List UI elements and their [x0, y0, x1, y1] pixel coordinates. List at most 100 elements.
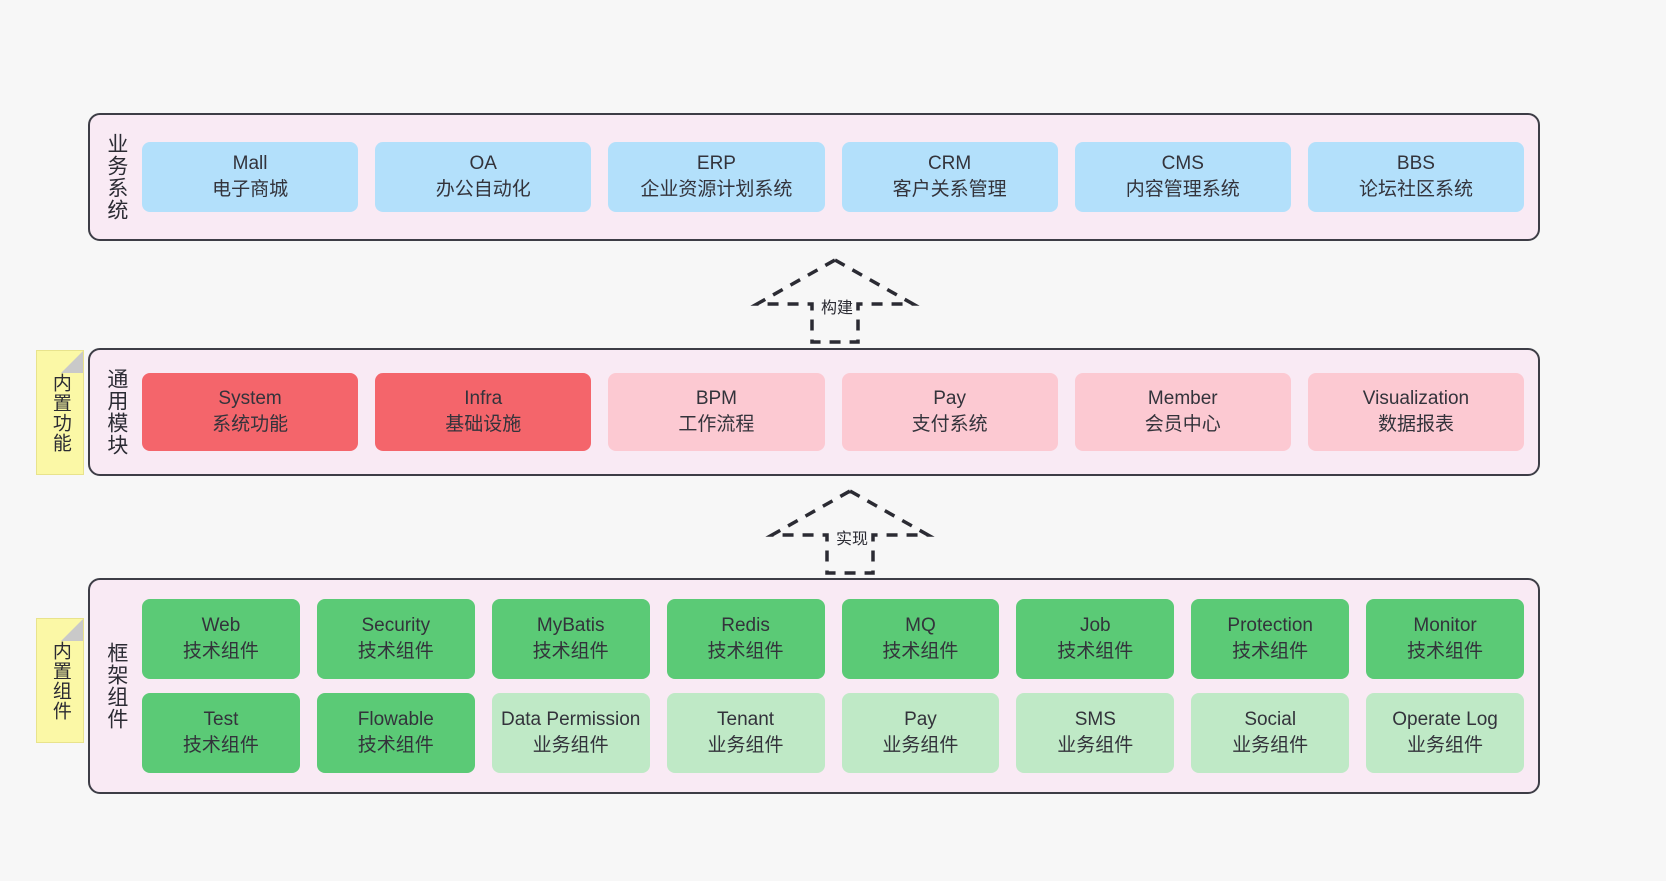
component-card-title: Pay [904, 708, 937, 730]
component-card-subtitle: 业务组件 [1232, 735, 1309, 756]
component-card-subtitle: 业务组件 [882, 735, 959, 756]
component-card-mybatis[interactable]: MyBatis 技术组件 [491, 599, 650, 679]
component-card-cms[interactable]: CMS 内容管理系统 [1074, 142, 1291, 212]
component-card-subtitle: 技术组件 [357, 641, 434, 662]
component-card-title: Test [203, 708, 239, 730]
component-card-title: Operate Log [1392, 708, 1498, 730]
component-card-title: Web [201, 614, 241, 636]
component-card-operate-log[interactable]: Operate Log 业务组件 [1366, 693, 1524, 773]
component-card-subtitle: 技术组件 [182, 641, 259, 662]
component-card-title: MQ [905, 614, 936, 636]
component-card-sms[interactable]: SMS 业务组件 [1016, 693, 1175, 773]
component-card-infra[interactable]: Infra 基础设施 [375, 373, 592, 451]
component-card-title: Job [1079, 614, 1111, 636]
component-card-flowable[interactable]: Flowable 技术组件 [316, 693, 475, 773]
component-card-tenant[interactable]: Tenant 业务组件 [666, 693, 825, 773]
component-card-job[interactable]: Job 技术组件 [1016, 599, 1175, 679]
component-card-title: MyBatis [536, 614, 605, 636]
component-card-subtitle: 支付系统 [911, 414, 988, 435]
component-card-title: ERP [696, 152, 736, 174]
component-card-title: SMS [1074, 708, 1116, 730]
component-card-title: Pay [933, 387, 966, 409]
component-card-web[interactable]: Web 技术组件 [142, 599, 300, 679]
component-card-title: OA [469, 152, 497, 174]
component-card-title: Protection [1227, 614, 1313, 636]
component-card-subtitle: 技术组件 [532, 641, 609, 662]
component-card-system[interactable]: System 系统功能 [142, 373, 359, 451]
component-card-social[interactable]: Social 业务组件 [1191, 693, 1350, 773]
component-card-subtitle: 系统功能 [212, 414, 289, 435]
component-card-protection[interactable]: Protection 技术组件 [1191, 599, 1350, 679]
component-card-subtitle: 企业资源计划系统 [640, 179, 793, 200]
layer-title-framework-components: 框架组件 [104, 642, 128, 730]
component-card-title: CRM [927, 152, 972, 174]
component-card-title: Mall [232, 152, 268, 174]
component-card-monitor[interactable]: Monitor 技术组件 [1366, 599, 1524, 679]
component-card-title: Infra [464, 387, 503, 409]
component-card-oa[interactable]: OA 办公自动化 [375, 142, 592, 212]
component-card-title: Monitor [1413, 614, 1477, 636]
component-card-subtitle: 会员中心 [1144, 414, 1221, 435]
layer-title-common-modules: 通用模块 [104, 368, 128, 456]
component-card-subtitle: 技术组件 [182, 735, 259, 756]
implement-arrow-label: 实现 [834, 525, 871, 549]
component-card-subtitle: 业务组件 [707, 735, 784, 756]
note-builtin-component-label: 内置组件 [49, 640, 71, 721]
component-card-test[interactable]: Test 技术组件 [142, 693, 300, 773]
component-card-title: Data Permission [500, 708, 641, 730]
component-card-title: Tenant [717, 708, 775, 730]
build-arrow: 构建 [745, 257, 925, 344]
component-card-subtitle: 技术组件 [1407, 641, 1484, 662]
component-card-subtitle: 内容管理系统 [1125, 179, 1240, 200]
component-card-subtitle: 客户关系管理 [892, 179, 1007, 200]
component-card-subtitle: 技术组件 [1057, 641, 1134, 662]
note-builtin-function: 内置功能 [36, 350, 84, 475]
note-builtin-component: 内置组件 [36, 618, 84, 743]
implement-arrow: 实现 [760, 488, 940, 575]
component-card-member[interactable]: Member 会员中心 [1074, 373, 1291, 451]
component-card-security[interactable]: Security 技术组件 [316, 599, 475, 679]
component-card-pay[interactable]: Pay 业务组件 [841, 693, 1000, 773]
component-card-visualization[interactable]: Visualization 数据报表 [1307, 373, 1525, 451]
component-card-pay[interactable]: Pay 支付系统 [841, 373, 1058, 451]
component-card-title: Visualization [1362, 387, 1470, 409]
component-card-erp[interactable]: ERP 企业资源计划系统 [608, 142, 825, 212]
component-card-data-permission[interactable]: Data Permission 业务组件 [491, 693, 650, 773]
component-card-subtitle: 办公自动化 [435, 179, 531, 200]
component-card-title: Flowable [357, 708, 434, 730]
component-card-redis[interactable]: Redis 技术组件 [666, 599, 825, 679]
component-card-subtitle: 业务组件 [1057, 735, 1134, 756]
component-card-subtitle: 工作流程 [678, 414, 755, 435]
component-card-subtitle: 数据报表 [1377, 414, 1454, 435]
component-card-subtitle: 技术组件 [1232, 641, 1309, 662]
note-builtin-function-label: 内置功能 [49, 372, 71, 453]
component-card-crm[interactable]: CRM 客户关系管理 [841, 142, 1058, 212]
build-arrow-label: 构建 [819, 294, 856, 318]
component-card-subtitle: 基础设施 [445, 414, 522, 435]
component-card-subtitle: 业务组件 [532, 735, 609, 756]
component-card-subtitle: 业务组件 [1407, 735, 1484, 756]
component-card-title: Member [1147, 387, 1218, 409]
component-card-subtitle: 技术组件 [357, 735, 434, 756]
component-card-title: Social [1244, 708, 1297, 730]
component-card-title: System [218, 387, 282, 409]
component-card-title: Redis [721, 614, 770, 636]
component-card-subtitle: 技术组件 [882, 641, 959, 662]
component-card-subtitle: 技术组件 [707, 641, 784, 662]
component-card-mq[interactable]: MQ 技术组件 [841, 599, 1000, 679]
component-card-title: CMS [1161, 152, 1204, 174]
component-card-title: Security [361, 614, 431, 636]
layer-title-business-system: 业务系统 [104, 133, 128, 221]
component-card-title: BBS [1396, 152, 1435, 174]
